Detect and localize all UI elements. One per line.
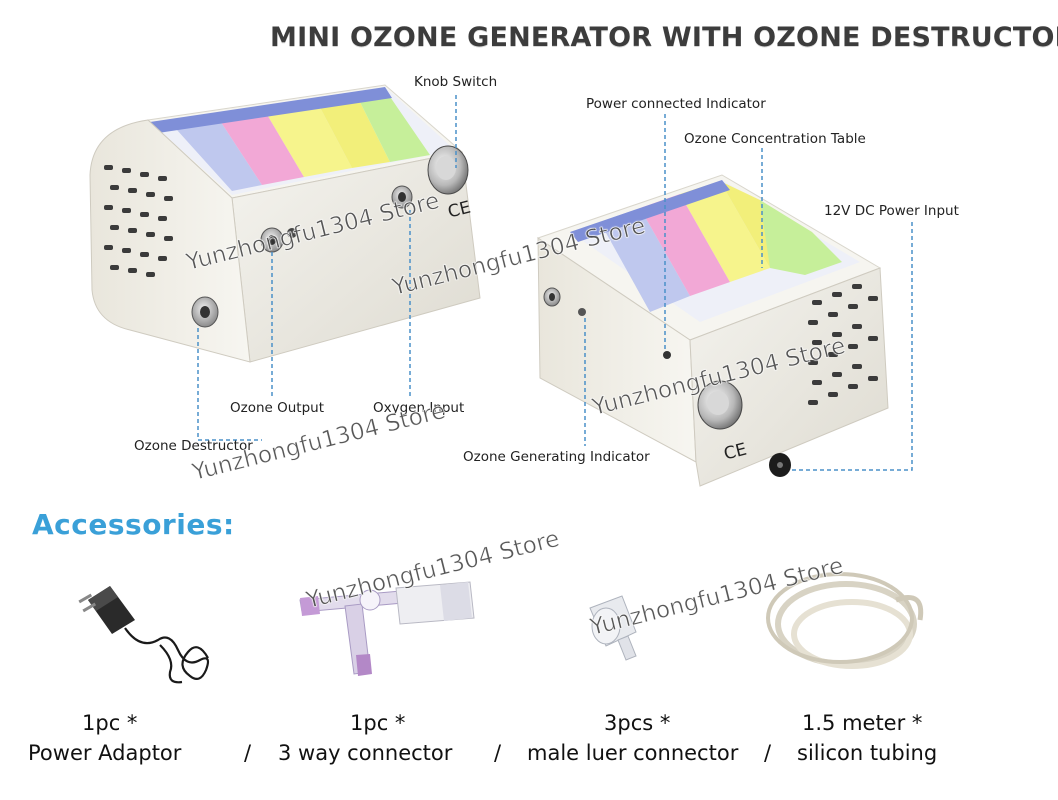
accessory-qty: 3pcs * — [604, 711, 671, 735]
right-concentration-label — [570, 180, 860, 322]
accessory-name: male luer connector — [527, 741, 739, 765]
callout-generating-indicator: Ozone Generating Indicator — [463, 449, 650, 465]
power-indicator-led — [663, 351, 671, 359]
accessory-name: Power Adaptor — [28, 741, 182, 765]
callout-ozone-output: Ozone Output — [230, 400, 325, 416]
accessory-name: 3 way connector — [278, 741, 453, 765]
right-knob — [697, 380, 743, 430]
left-knob — [427, 145, 469, 195]
accessories-heading: Accessories: — [32, 508, 235, 541]
accessory-name: silicon tubing — [797, 741, 938, 765]
right-side-fitting — [543, 287, 561, 307]
accessory-separator: / — [244, 741, 252, 765]
accessory-qty: 1.5 meter * — [802, 711, 923, 735]
leader-lines — [197, 95, 913, 471]
right-vent-grid — [808, 284, 878, 405]
page-title: MINI OZONE GENERATOR WITH OZONE DESTRUCT… — [270, 22, 1058, 53]
left-device — [89, 84, 481, 363]
callout-knob-switch: Knob Switch — [414, 74, 498, 90]
accessory-separator: / — [494, 741, 502, 765]
accessory-qty: 1pc * — [82, 711, 138, 735]
callout-concentration-table: Ozone Concentration Table — [684, 131, 866, 147]
right-small-led — [578, 308, 586, 316]
callout-dc-input: 12V DC Power Input — [824, 203, 959, 219]
power-adaptor-image — [78, 586, 210, 684]
callout-ozone-destructor: Ozone Destructor — [134, 438, 253, 454]
oxygen-input-fitting — [391, 185, 413, 209]
left-vent-grid — [104, 165, 173, 277]
left-indicator-led — [287, 228, 297, 238]
male-luer-connector-image — [589, 595, 637, 661]
right-device — [536, 174, 889, 487]
ozone-destructor-fitting — [191, 296, 219, 328]
left-concentration-label — [150, 87, 455, 195]
callout-oxygen-input: Oxygen Input — [373, 400, 465, 416]
three-way-connector-image — [299, 581, 475, 676]
accessory-separator: / — [764, 741, 772, 765]
callout-power-indicator: Power connected Indicator — [586, 96, 766, 112]
dc-jack — [769, 453, 791, 477]
ozone-output-fitting — [260, 227, 284, 253]
accessory-qty: 1pc * — [350, 711, 406, 735]
silicon-tubing-image — [766, 572, 924, 669]
